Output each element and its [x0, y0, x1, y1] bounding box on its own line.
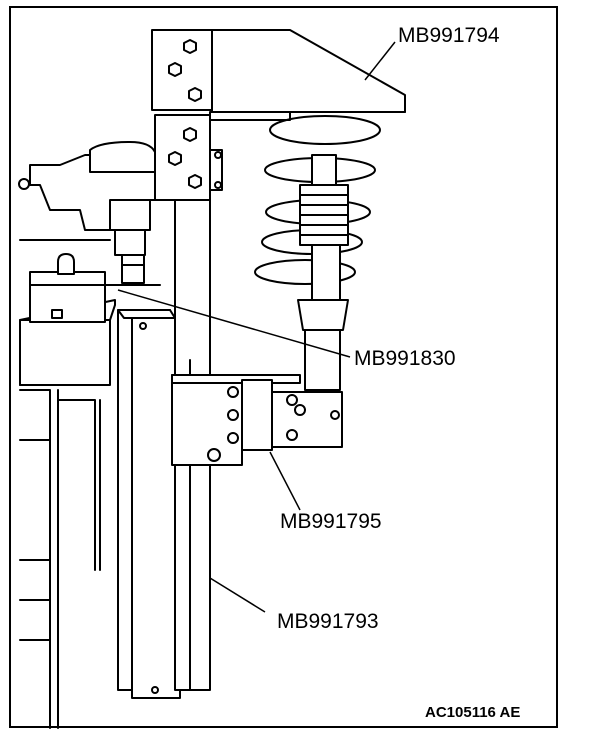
- strut-bracket: [171, 374, 343, 466]
- callout-mb991793: MB991793: [277, 610, 379, 633]
- leader-line-middle: [117, 289, 351, 358]
- callout-mb991794: MB991794: [398, 24, 500, 47]
- callout-mb991830: MB991830: [354, 347, 456, 370]
- impact-wrench: [18, 141, 161, 286]
- leader-line-bracket: [269, 451, 301, 511]
- bench-housing: [29, 253, 106, 323]
- leader-line-base: [209, 577, 266, 613]
- workbench: [19, 239, 116, 729]
- figure-id: AC105116 AE: [425, 704, 521, 721]
- callout-mb991795: MB991795: [280, 510, 382, 533]
- strut-body: [297, 154, 349, 391]
- upper-tower: [151, 29, 406, 201]
- leader-line-top: [364, 41, 396, 81]
